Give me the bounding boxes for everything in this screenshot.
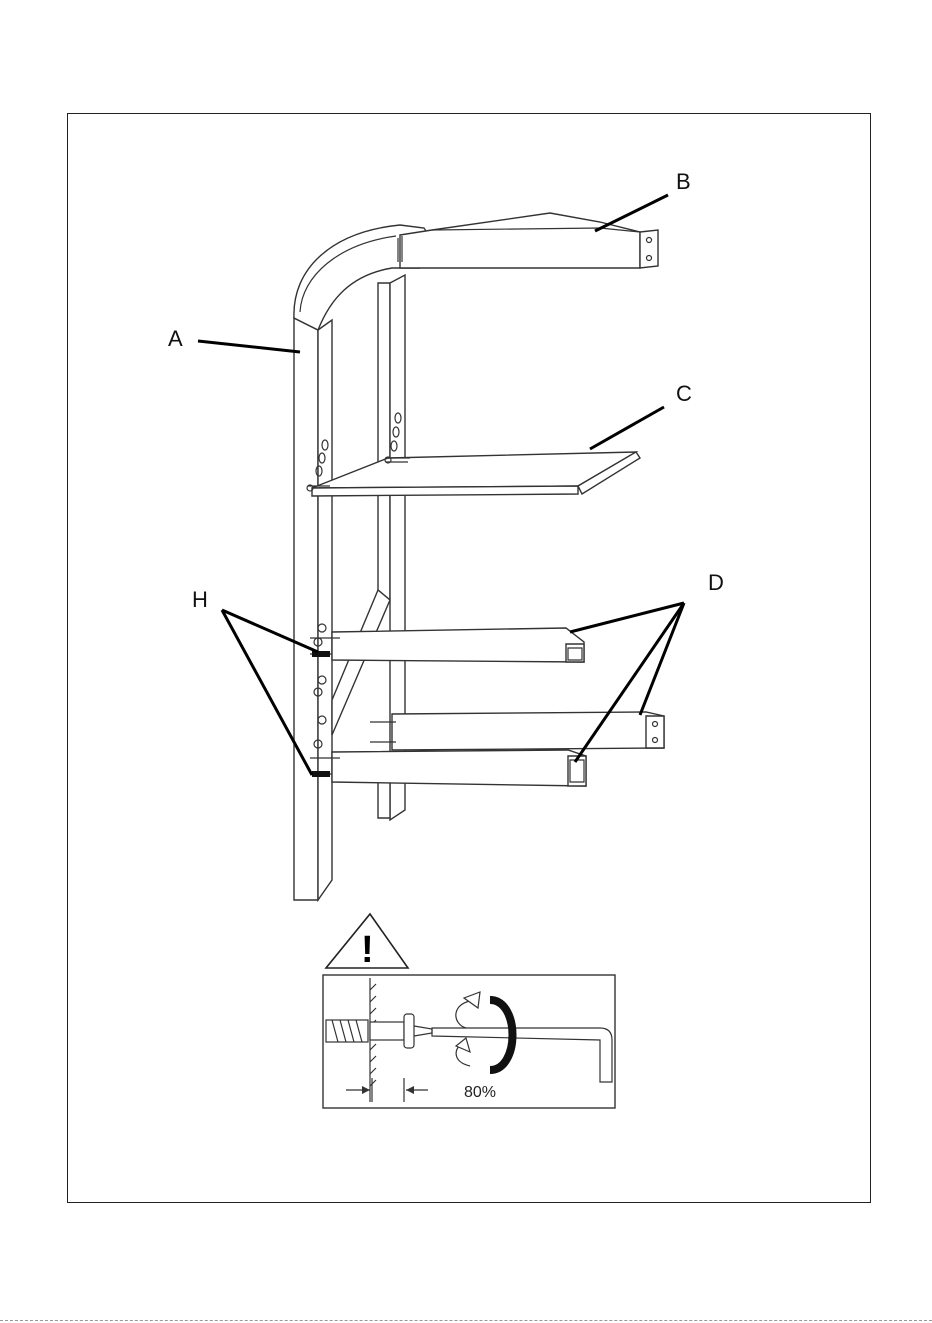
label-c: C [676, 381, 692, 406]
page-edge [0, 1320, 932, 1321]
leader-a [198, 341, 300, 352]
arm-d-upper [310, 628, 584, 662]
arm-d-lower [310, 750, 586, 786]
top-rail-b [398, 213, 658, 268]
side-frame-a [294, 225, 429, 900]
tightening-detail: 80% [323, 975, 615, 1108]
tighten-percent: 80% [464, 1084, 496, 1101]
arm-d-back [370, 712, 664, 750]
label-d: D [708, 570, 724, 595]
label-a: A [168, 326, 183, 351]
leader-b [595, 195, 668, 231]
label-b: B [676, 169, 691, 194]
warning-triangle-icon: ! [326, 914, 408, 971]
leader-c [590, 407, 664, 449]
shelf-c [307, 452, 640, 496]
label-h: H [192, 587, 208, 612]
warning-symbol: ! [361, 929, 374, 971]
